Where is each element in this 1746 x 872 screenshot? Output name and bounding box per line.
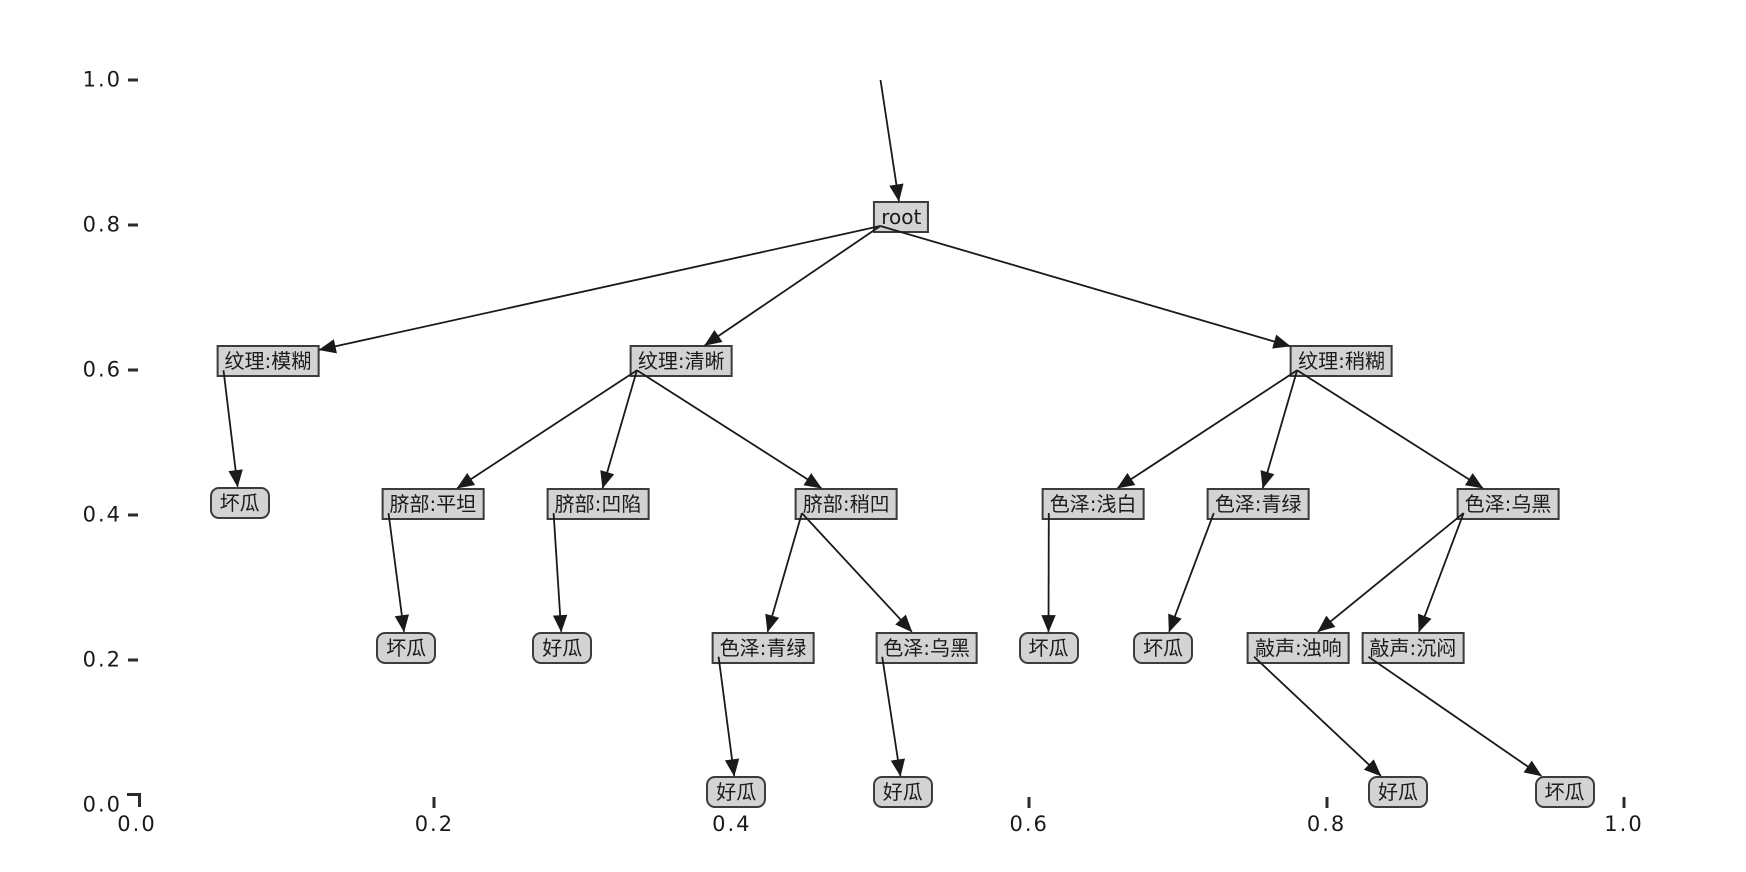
decision-node-qibu-shaoao: 脐部:稍凹 — [794, 488, 898, 521]
decision-node-wenli-shaohu: 纹理:稍糊 — [1290, 345, 1393, 378]
decision-node-wenli-qingxi: 纹理:清晰 — [629, 345, 733, 378]
leaf-node-leaf-3: 好瓜 — [532, 631, 593, 664]
y-tick-label: 1.0 — [82, 67, 122, 92]
x-tick-label: 0.4 — [712, 812, 752, 836]
leaf-node-leaf-2: 坏瓜 — [376, 631, 437, 664]
decision-node-seze-qinglv-1: 色泽:青绿 — [1206, 488, 1310, 521]
decision-node-qibu-aoxian: 脐部:凹陷 — [546, 488, 650, 521]
y-tick-label: 0.8 — [82, 212, 122, 237]
decision-node-qiaosheng-zhuoxiang: 敲声:浊响 — [1246, 631, 1350, 664]
x-tick-label: 0.6 — [1009, 812, 1049, 836]
x-tick-mark — [1027, 797, 1031, 808]
decision-node-wenli-mohu: 纹理:模糊 — [216, 345, 320, 378]
y-tick-label: 0.2 — [82, 647, 122, 672]
x-tick-mark — [432, 797, 436, 808]
y-tick-mark — [128, 78, 138, 82]
leaf-node-leaf-6: 好瓜 — [706, 775, 767, 808]
leaf-node-leaf-9: 坏瓜 — [1534, 775, 1595, 808]
y-tick-label: 0.0 — [82, 792, 122, 817]
leaf-node-leaf-7: 好瓜 — [872, 775, 933, 808]
y-tick-label: 0.4 — [82, 502, 122, 527]
decision-node-qiaosheng-chenmen: 敲声:沉闷 — [1361, 631, 1465, 664]
x-tick-mark — [1325, 797, 1329, 808]
y-tick-mark — [128, 658, 138, 662]
leaf-node-leaf-5: 坏瓜 — [1133, 631, 1194, 664]
decision-node-seze-wuhei-1: 色泽:乌黑 — [1456, 488, 1560, 521]
decision-node-seze-qinglv-2: 色泽:青绿 — [711, 631, 815, 664]
y-tick-mark — [128, 513, 138, 517]
x-tick-label: 1.0 — [1604, 812, 1644, 836]
x-tick-label: 0.8 — [1306, 812, 1347, 836]
x-tick-label: 0.2 — [414, 812, 455, 836]
y-tick-mark — [128, 223, 138, 227]
leaf-node-leaf-4: 坏瓜 — [1018, 631, 1079, 664]
decision-node-seze-wuhei-2: 色泽:乌黑 — [875, 631, 978, 664]
y-tick-mark — [128, 368, 138, 372]
x-tick-mark — [1622, 797, 1626, 808]
origin-tick-mark-horizontal — [127, 793, 141, 796]
leaf-node-leaf-8: 好瓜 — [1367, 775, 1428, 808]
y-tick-label: 0.6 — [82, 357, 122, 382]
decision-node-root: root — [873, 201, 930, 234]
leaf-node-leaf-1: 坏瓜 — [209, 486, 270, 519]
x-tick-label: 0.0 — [117, 812, 157, 836]
decision-node-qibu-pingtan: 脐部:平坦 — [381, 488, 485, 521]
decision-node-seze-qianbai: 色泽:浅白 — [1041, 488, 1145, 521]
origin-tick-mark-vertical — [138, 793, 141, 807]
